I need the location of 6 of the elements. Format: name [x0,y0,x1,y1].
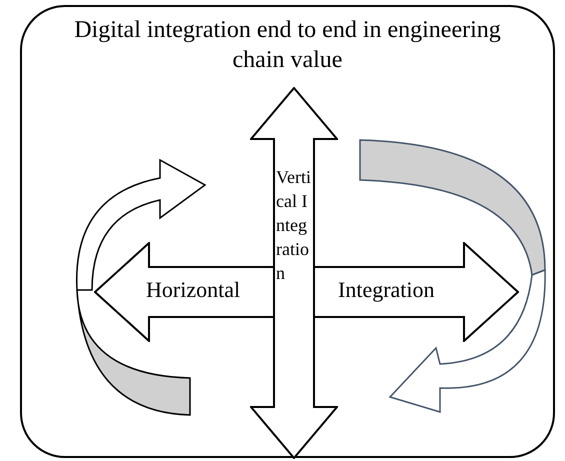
title-text: Digital integration end to end in engineering chain value [73,16,502,75]
rounded-frame [20,5,555,458]
double-arrow [250,87,338,459]
arrow-label: Horizontal [146,276,240,304]
arrow-label: Vertical Integration [276,166,312,285]
arrow-label: Integration [338,276,435,304]
